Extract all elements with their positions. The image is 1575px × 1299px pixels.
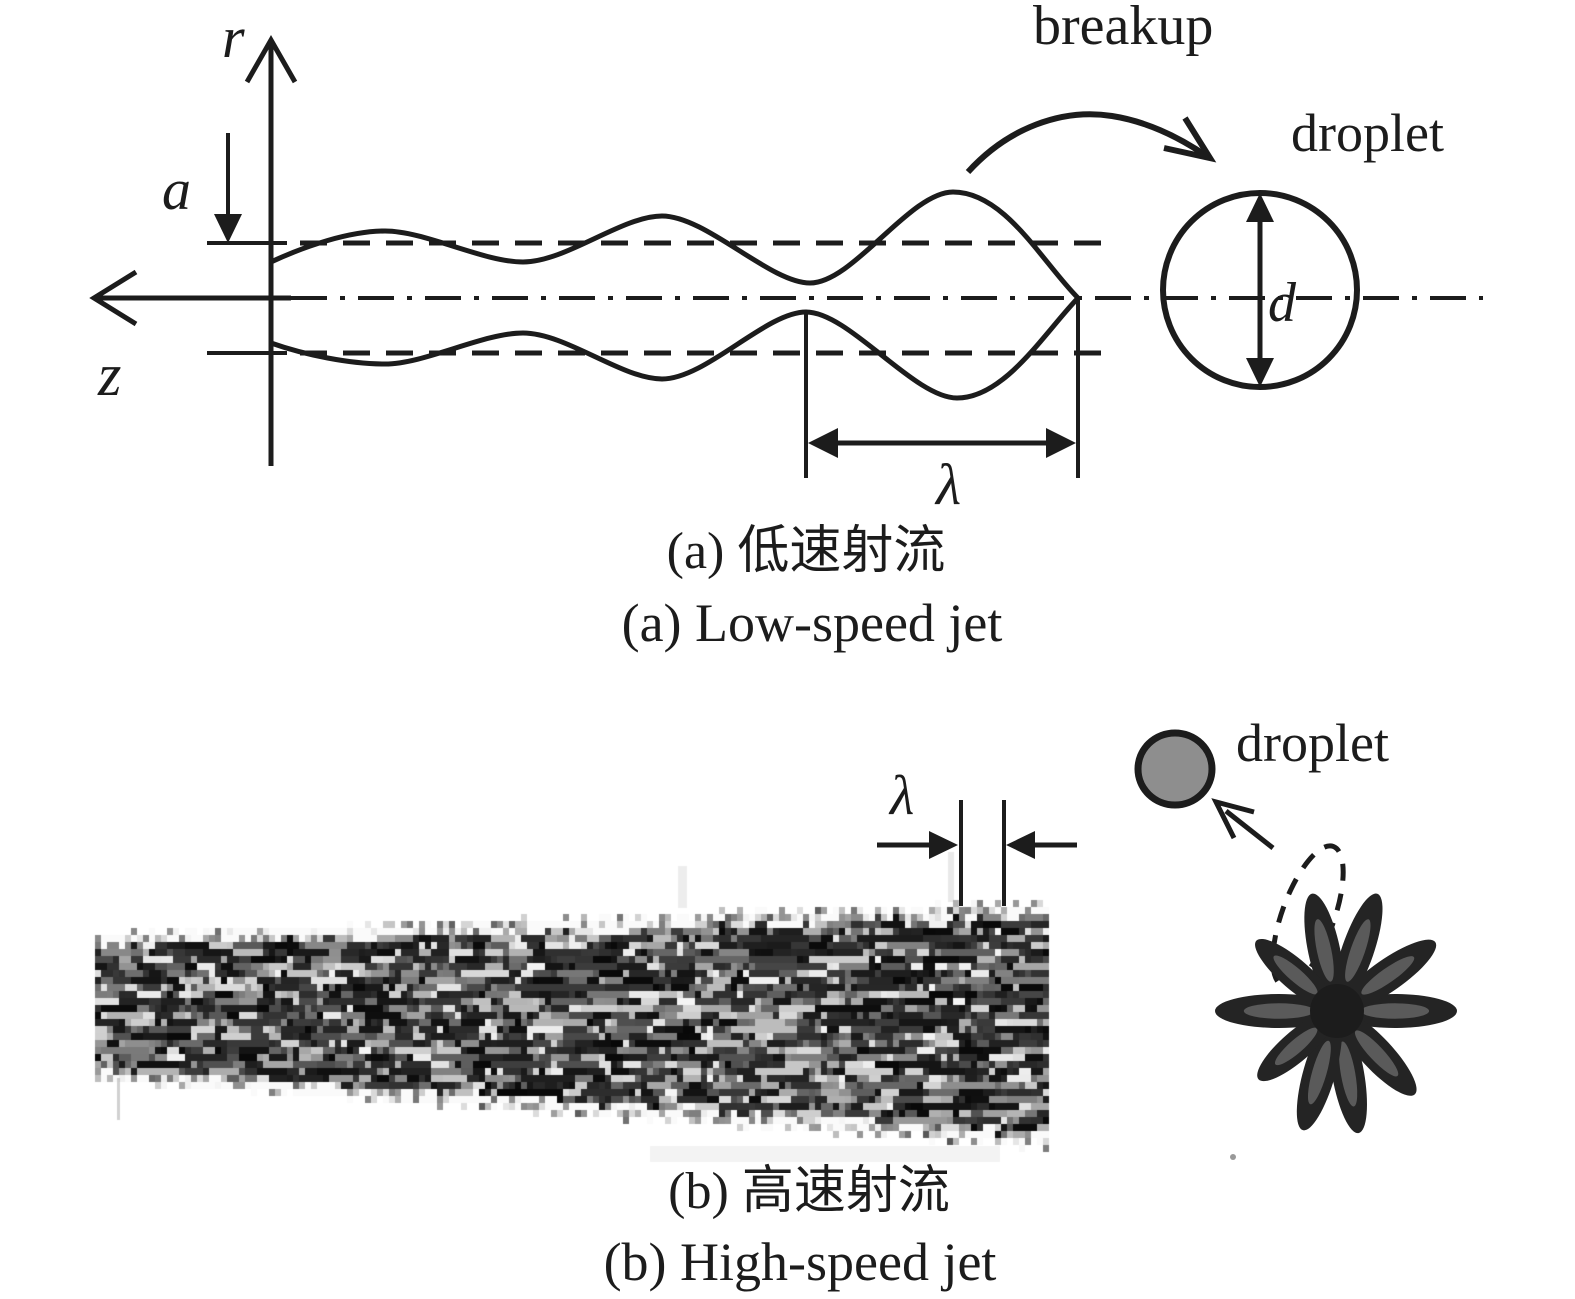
caption-a-zh: (a) 低速射流 [666, 523, 946, 580]
splash-petal-highlight [1307, 1040, 1331, 1105]
droplet-a [1160, 190, 1360, 390]
splash-petal-highlight [1361, 956, 1415, 995]
r-axis [244, 34, 298, 466]
trajectory-arrowhead-icon [1211, 798, 1255, 840]
droplet-label-b: droplet [1236, 713, 1389, 773]
splash-petal-highlight [1345, 919, 1371, 982]
splash-center [1310, 984, 1364, 1038]
wavelength-dimension-a [804, 300, 1080, 478]
amplitude-arrowhead-icon [214, 214, 242, 243]
wavelength-label-a: λ [936, 452, 962, 517]
diameter-arrowhead-bottom-icon [1246, 358, 1274, 387]
splash-petal-highlight [1354, 1030, 1399, 1077]
splash-petal-highlight [1243, 1003, 1315, 1019]
amplitude-label: a [162, 157, 191, 222]
breakup-arrowhead-icon [1163, 116, 1217, 163]
jet-surface-upper [269, 189, 1080, 300]
droplet-label-a: droplet [1291, 103, 1444, 163]
amplitude-dimension [207, 133, 287, 355]
splash-petal-highlight [1360, 1003, 1430, 1019]
high-speed-jet-photo [80, 845, 1055, 1175]
wavelength-b-arrowhead-left-icon [929, 831, 958, 859]
axis-z-label: z [98, 342, 122, 408]
axis-r-label: r [222, 5, 245, 70]
wavelength-label-b: λ [890, 765, 915, 827]
caption-a-en: (a) Low-speed jet [621, 593, 1003, 653]
caption-b-zh: (b) 高速射流 [668, 1163, 950, 1220]
figure-b-annotations [877, 729, 1457, 1160]
splash-petal-highlight [1338, 1041, 1358, 1107]
splash-petal-highlight [1274, 1027, 1318, 1066]
figure-a-schematic [89, 34, 1483, 478]
diameter-label: d [1268, 272, 1296, 334]
diameter-dimension [1246, 193, 1274, 387]
speck-artifact [1230, 1154, 1236, 1160]
droplet-b-circle [1134, 729, 1216, 809]
wavelength-dimension-b [877, 800, 1077, 906]
splash-star [1215, 893, 1457, 1134]
breakup-label: breakup [1033, 0, 1214, 57]
wavelength-b-arrowhead-right-icon [1006, 831, 1035, 859]
splash-petal-highlight [1273, 955, 1318, 995]
diameter-arrowhead-top-icon [1246, 193, 1274, 222]
jet-surface-lower [270, 296, 1080, 401]
z-axis [89, 269, 291, 327]
z-axis-arrowhead-icon [89, 269, 138, 327]
splash-petal-highlight [1314, 919, 1334, 982]
r-axis-arrowhead-icon [244, 34, 298, 84]
caption-b-en: (b) High-speed jet [603, 1232, 997, 1292]
wavelength-arrowhead-left-icon [808, 428, 838, 458]
breakup-arrow [965, 111, 1217, 175]
wavelength-arrowhead-right-icon [1046, 428, 1076, 458]
